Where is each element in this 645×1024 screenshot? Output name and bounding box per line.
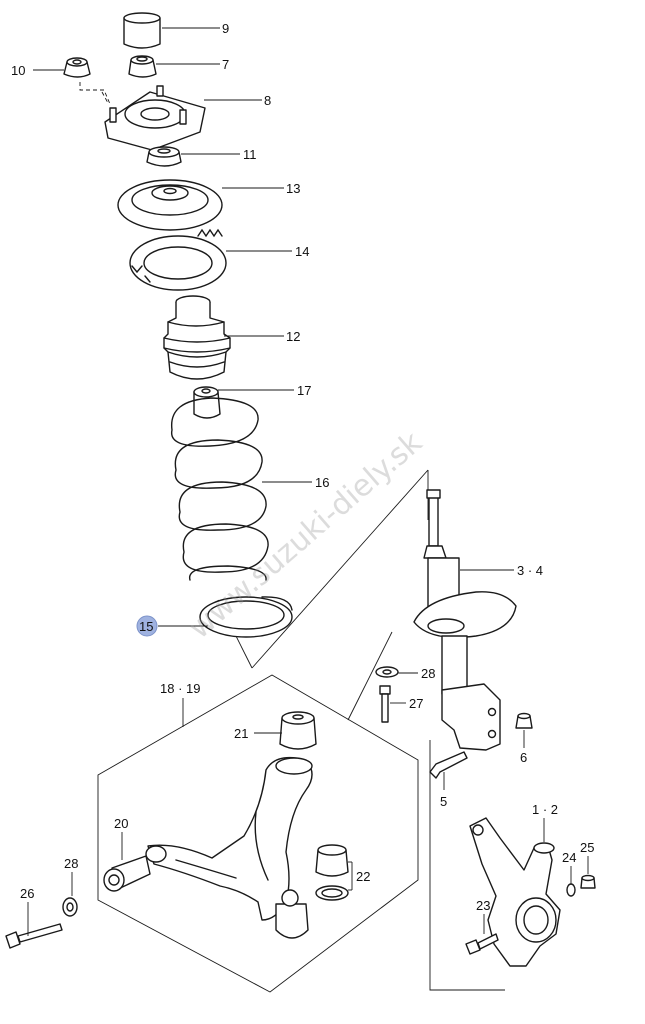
callout-5: 5 — [440, 794, 447, 809]
callout-20: 20 — [114, 816, 128, 831]
part-13-upper-spring-seat — [117, 179, 223, 231]
callout-3-4: 3 · 4 — [517, 563, 543, 578]
part-22-bushings — [315, 844, 349, 901]
callout-10: 10 — [11, 63, 25, 78]
callout-25: 25 — [580, 840, 594, 855]
callout-7: 7 — [222, 57, 229, 72]
part-25-nut — [580, 874, 596, 889]
part-9-dust-cap — [123, 12, 161, 49]
callout-22: 22 — [356, 869, 370, 884]
part-1-2-steering-knuckle — [469, 817, 561, 967]
leader-lines — [27, 27, 589, 936]
part-10-nut — [63, 57, 91, 78]
knuckle-group-outline-2 — [429, 740, 505, 991]
part-16-coil-spring — [171, 397, 269, 581]
callout-11: 11 — [243, 147, 257, 162]
part-11-bearing — [146, 146, 182, 167]
callout-24: 24 — [562, 850, 576, 865]
part-14-spring-insulator — [129, 228, 227, 291]
callout-28-upper: 28 — [421, 666, 435, 681]
callout-28-lower: 28 — [64, 856, 78, 871]
callout-21: 21 — [234, 726, 248, 741]
part-27-bolt — [379, 685, 391, 723]
callout-1-2: 1 · 2 — [532, 802, 558, 817]
part-5-bolt — [429, 751, 468, 779]
part-24-washer — [566, 883, 576, 897]
callout-16: 16 — [315, 475, 329, 490]
callout-17: 17 — [297, 383, 311, 398]
part-28-washer-lower — [62, 897, 78, 917]
part-26-bolt — [5, 923, 63, 949]
callout-27: 27 — [409, 696, 423, 711]
part-20-bushing — [103, 855, 151, 892]
part-18-19-lower-arm — [145, 756, 313, 939]
callout-6: 6 — [520, 750, 527, 765]
lower-arm-group-outline — [97, 674, 419, 993]
callout-13: 13 — [286, 181, 300, 196]
part-28-washer — [375, 666, 399, 678]
watermark-text: www.suzuki-diely.sk — [182, 425, 429, 646]
callout-15: 15 — [139, 619, 153, 634]
part-6-nut — [515, 712, 533, 729]
callout-26: 26 — [20, 886, 34, 901]
knuckle-group-outline — [347, 631, 393, 721]
part-7-nut — [128, 55, 157, 78]
callout-23: 23 — [476, 898, 490, 913]
assembly-dashed-line — [79, 82, 111, 105]
callout-9: 9 — [222, 21, 229, 36]
callout-18-19: 18 · 19 — [160, 681, 200, 696]
part-15-lower-insulator — [199, 596, 293, 638]
part-3-4-strut-assembly — [413, 489, 517, 751]
strut-group-outline — [251, 469, 429, 669]
part-17-bump-rubber — [193, 386, 221, 419]
assembly-dashed-line-2 — [101, 91, 109, 104]
part-21-bushing — [279, 711, 317, 750]
callout-14: 14 — [295, 244, 309, 259]
part-23-bolt — [465, 933, 499, 955]
part-8-strut-mount — [104, 85, 206, 151]
callout-12: 12 — [286, 329, 300, 344]
callout-8: 8 — [264, 93, 271, 108]
part-12-bellows — [163, 295, 231, 380]
callout-15-highlight — [136, 615, 158, 637]
